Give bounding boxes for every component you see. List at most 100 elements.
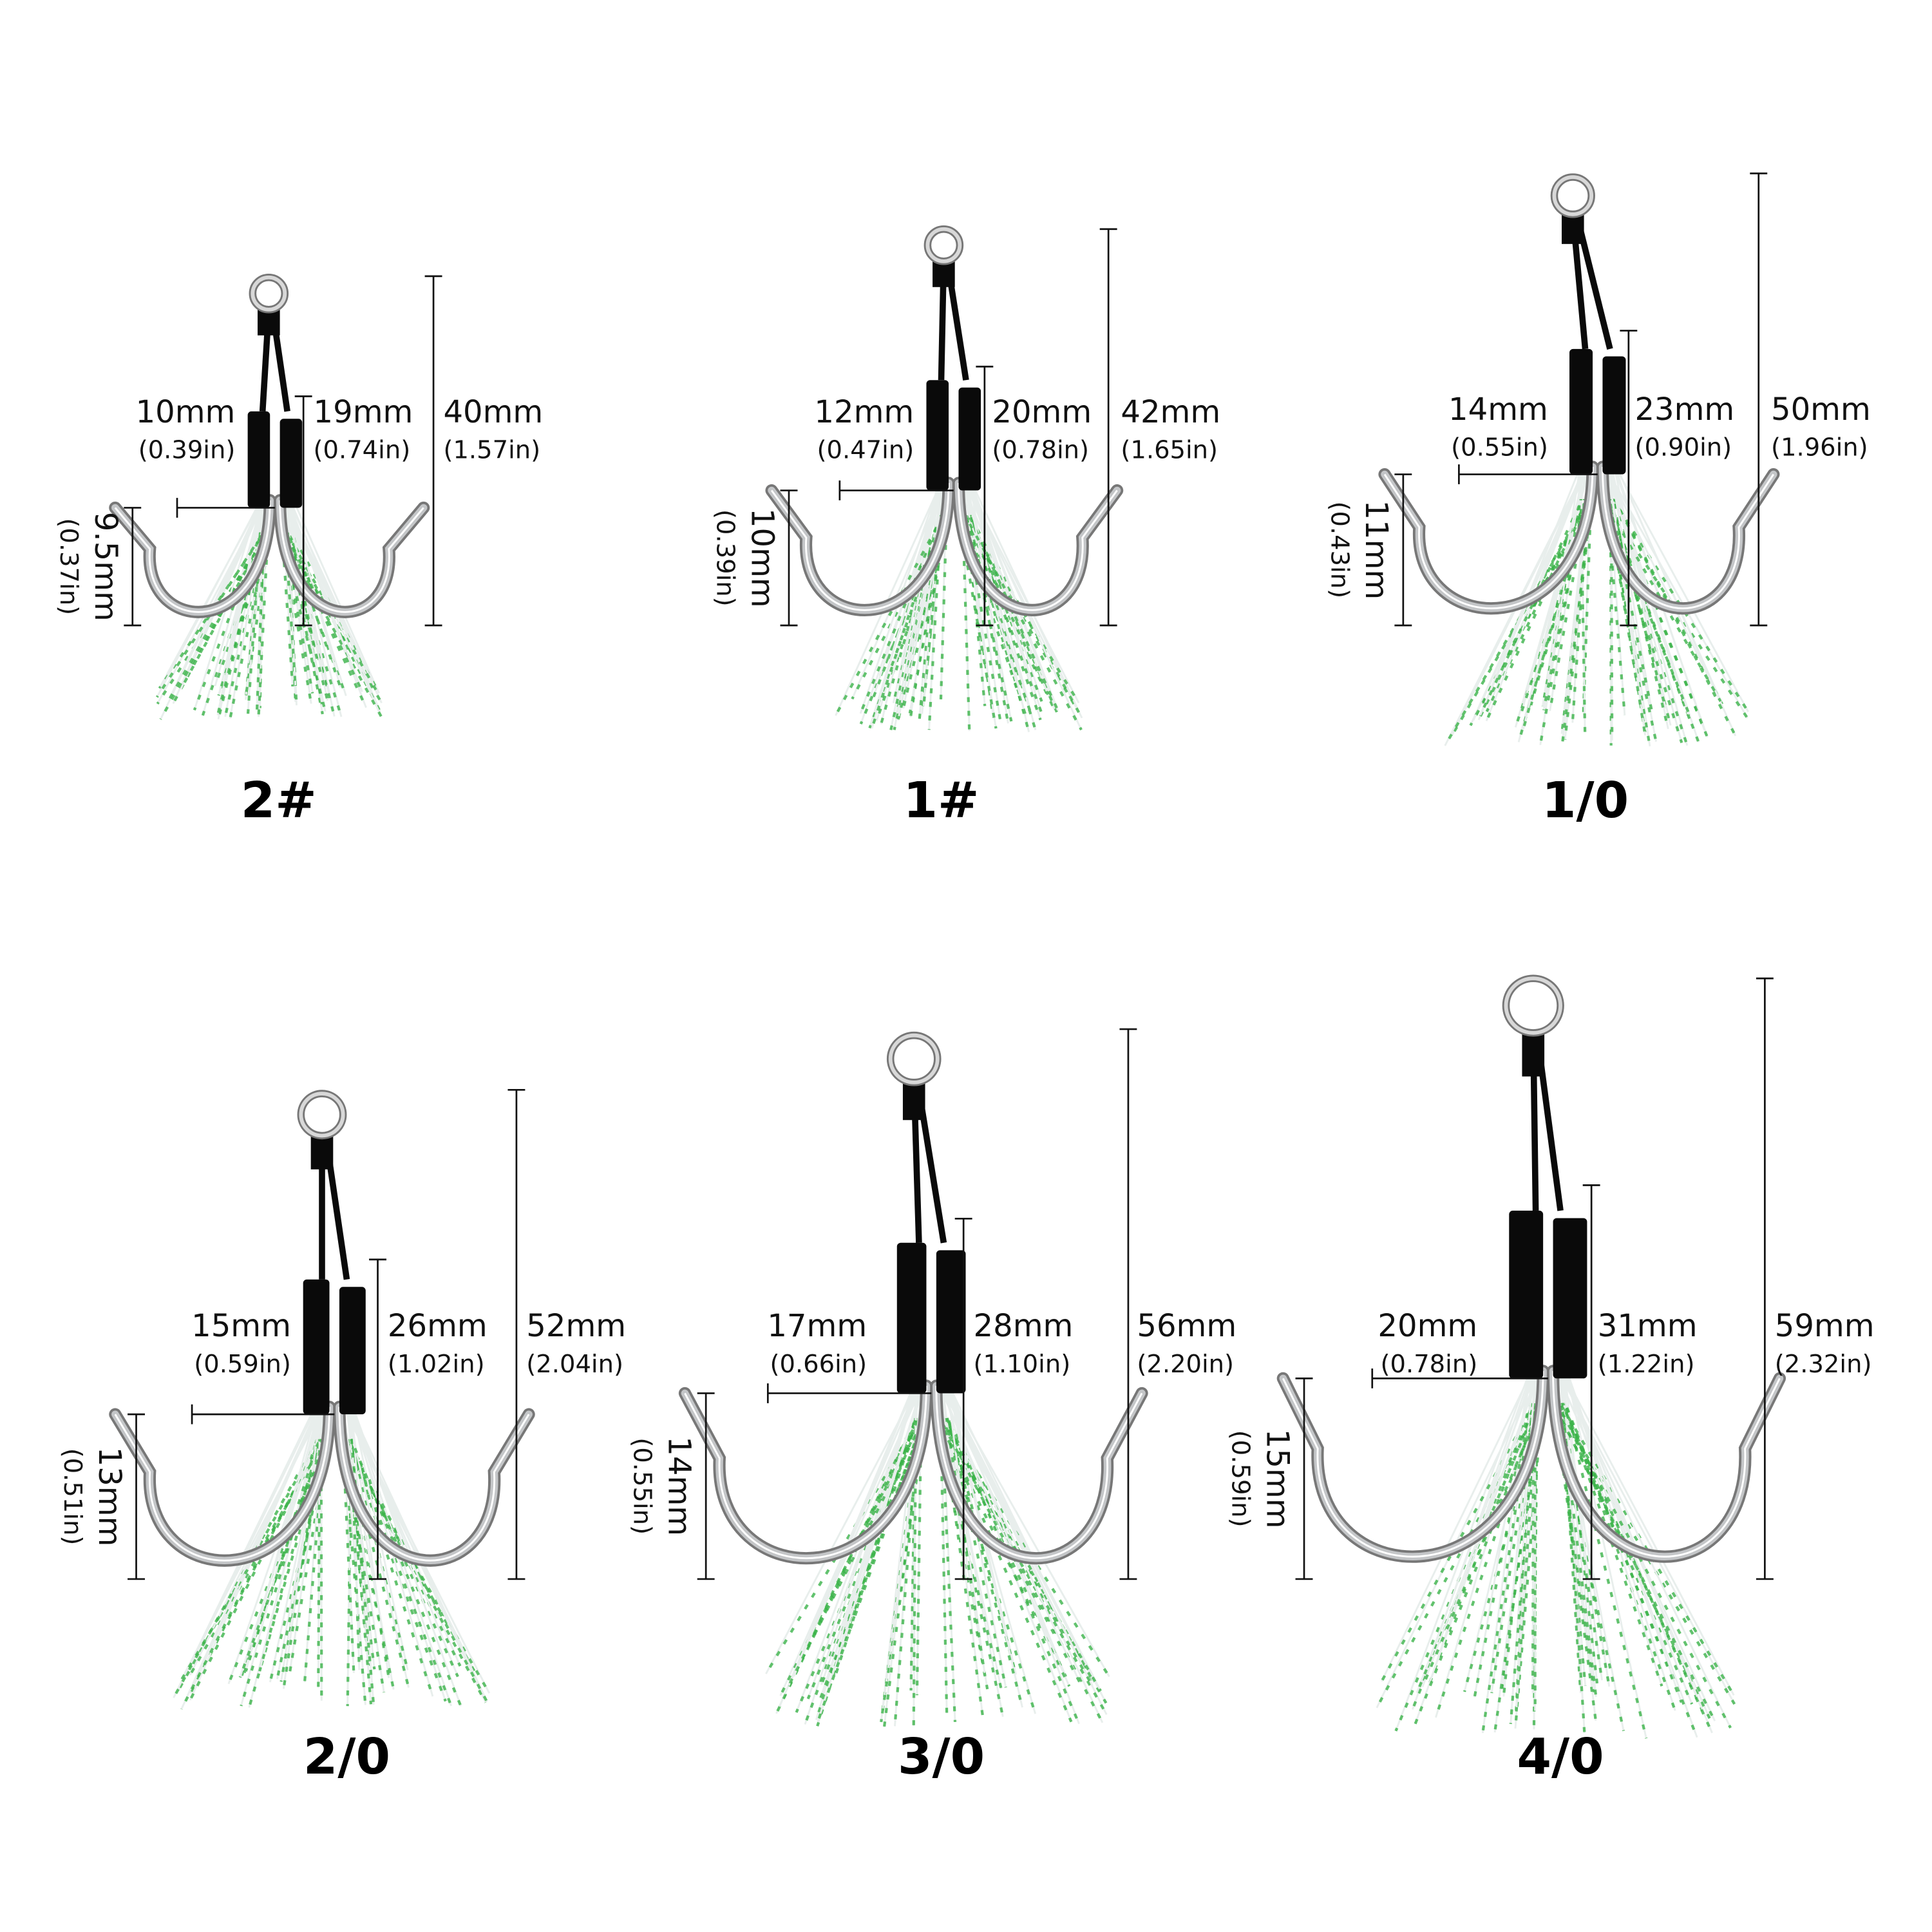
gape-height-line xyxy=(1295,1378,1313,1580)
shrink-sleeve xyxy=(1569,348,1593,475)
total-length-line xyxy=(424,275,442,627)
flash-fiber xyxy=(945,1417,987,1676)
cord-knot xyxy=(310,1135,334,1170)
flash-fiber xyxy=(193,532,263,711)
shank-width-in: (0.78in) xyxy=(1381,1350,1478,1379)
total-length-in: (1.65in) xyxy=(1121,436,1218,465)
flash-fiber xyxy=(870,515,943,729)
flash-fiber xyxy=(965,515,987,706)
flash-fiber xyxy=(156,531,265,698)
flash-fiber xyxy=(968,515,1037,731)
tassel-fiber xyxy=(1381,1365,1535,1682)
hook-size-label: 3/0 xyxy=(898,1728,985,1786)
total-length-line xyxy=(1119,1028,1137,1580)
total-length-in: (2.04in) xyxy=(526,1350,623,1379)
hook-highlight xyxy=(1602,466,1775,610)
tassel-fiber xyxy=(286,495,336,717)
flash-fiber xyxy=(346,1439,373,1705)
hook-length-in: (0.74in) xyxy=(314,436,411,465)
hook-length-in: (1.22in) xyxy=(1598,1350,1695,1379)
flash-fiber xyxy=(280,532,294,687)
flash-fiber xyxy=(180,1438,322,1710)
shrink-sleeve xyxy=(1602,356,1626,475)
gape-in: (0.43in) xyxy=(1325,502,1354,599)
tassel-fiber xyxy=(1602,461,1722,702)
shank-width-mm: 20mm xyxy=(1378,1308,1477,1344)
flash-fiber xyxy=(1479,498,1584,716)
gape-mm: 10mm xyxy=(744,508,780,608)
gap-width-line xyxy=(838,480,954,500)
tassel-fiber xyxy=(945,1380,1095,1683)
hook-panel-5: 17mm(0.66in)28mm(1.10in)56mm(2.20in)14mm… xyxy=(628,1028,1236,1786)
hook-highlight xyxy=(338,1406,530,1562)
hook-highlight xyxy=(770,482,950,611)
tassel-fiber xyxy=(1522,461,1588,730)
total-length-in: (1.57in) xyxy=(443,436,540,465)
flash-fiber xyxy=(346,1438,489,1703)
gap-width-line xyxy=(1458,464,1598,484)
flash-fiber xyxy=(947,1417,1018,1675)
shank-width-mm: 10mm xyxy=(136,394,236,430)
shank-width-mm: 15mm xyxy=(191,1308,291,1344)
gap-width-line xyxy=(1371,1368,1548,1388)
flash-fiber xyxy=(940,1417,1037,1714)
flash-fiber xyxy=(319,1439,323,1701)
hook-length-mm: 20mm xyxy=(992,394,1092,430)
split-ring-highlight xyxy=(888,1033,940,1084)
flash-fiber xyxy=(1376,1402,1542,1709)
flash-fiber xyxy=(1414,1403,1542,1725)
flash-fiber xyxy=(1611,498,1709,738)
tassel-fiber xyxy=(341,1401,385,1693)
tassel-fiber xyxy=(287,495,342,688)
gape-mm: 15mm xyxy=(1259,1429,1295,1529)
flash-fiber xyxy=(816,1417,918,1727)
gape-in: (0.51in) xyxy=(58,1448,87,1546)
flash-fiber xyxy=(257,532,270,717)
gape-in: (0.59in) xyxy=(1226,1430,1255,1528)
shank-width-mm: 12mm xyxy=(814,394,914,430)
tassel-fiber xyxy=(1558,1365,1735,1696)
flash-fiber xyxy=(1481,1403,1533,1734)
tassel-fiber xyxy=(216,495,265,716)
flash-fiber xyxy=(1564,1403,1683,1703)
shrink-sleeve xyxy=(1553,1218,1587,1379)
total-length-mm: 40mm xyxy=(443,394,543,430)
shrink-sleeve xyxy=(1509,1210,1544,1379)
flash-fiber xyxy=(1542,498,1586,711)
flash-fiber xyxy=(1554,1402,1736,1705)
tassel-fibers xyxy=(834,477,1083,733)
flash-fiber xyxy=(940,1417,1102,1692)
flash-fiber xyxy=(350,1439,361,1671)
total-length-mm: 59mm xyxy=(1775,1308,1875,1344)
total-length-line xyxy=(1099,228,1117,627)
flash-fiber xyxy=(1515,1403,1533,1710)
shrink-sleeve xyxy=(926,380,949,491)
hook-size-label: 1# xyxy=(904,772,980,829)
gap-width-line xyxy=(191,1404,335,1425)
hook-size-label: 2/0 xyxy=(303,1728,390,1786)
flash-fiber xyxy=(1601,498,1749,719)
flash-fiber xyxy=(229,532,269,719)
flash-fiber xyxy=(834,515,945,717)
flash-fiber xyxy=(969,515,1042,721)
cord-knot xyxy=(1562,214,1584,244)
flash-fiber xyxy=(1548,498,1589,712)
shrink-sleeve xyxy=(936,1250,966,1394)
shank-width-in: (0.55in) xyxy=(1451,433,1548,462)
hook-length-in: (1.10in) xyxy=(974,1350,1071,1379)
total-length-mm: 52mm xyxy=(526,1308,626,1344)
flash-fiber xyxy=(939,1417,1094,1687)
gape-mm: 9.5mm xyxy=(88,512,124,621)
tassel-fiber xyxy=(285,495,377,690)
hook-highlight xyxy=(1552,1370,1781,1558)
flash-fiber xyxy=(963,515,1022,698)
flash-fiber xyxy=(1605,498,1626,715)
shank-width-mm: 17mm xyxy=(767,1308,867,1344)
tassel-fiber xyxy=(1612,461,1749,713)
tassel-fiber xyxy=(1605,461,1683,743)
tassel-fiber xyxy=(928,478,942,730)
tassel-fiber xyxy=(941,1380,1102,1692)
tassel-fiber xyxy=(1510,1366,1537,1725)
hook-highlight xyxy=(935,1385,1143,1560)
flash-fiber xyxy=(1509,1403,1537,1725)
